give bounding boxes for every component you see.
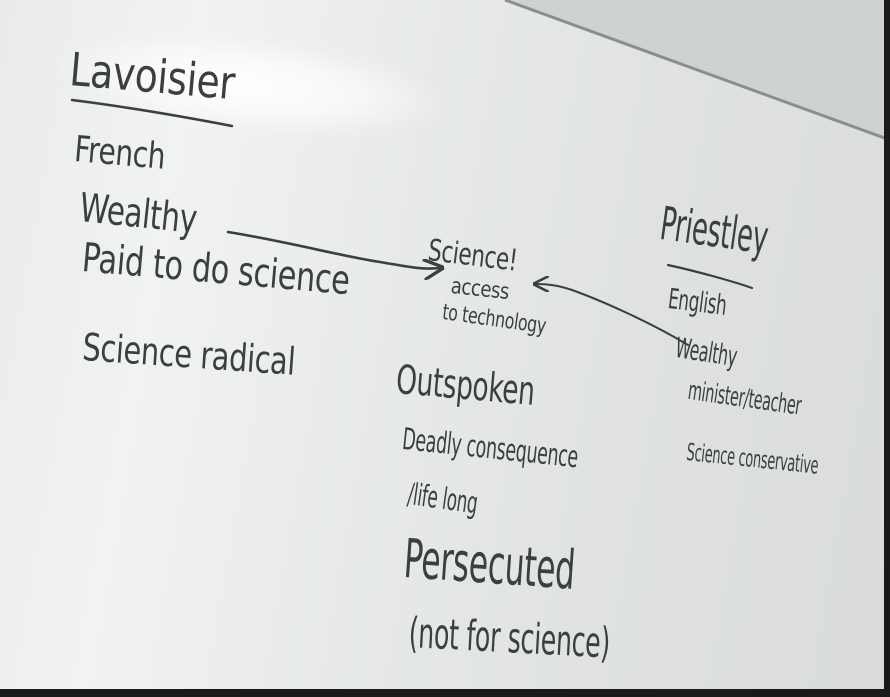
- center-item-persecuted: Persecuted: [401, 527, 578, 602]
- lavoisier-heading: Lavoisier: [67, 42, 237, 111]
- center-item-outspoken: Outspoken: [394, 357, 537, 415]
- lavoisier-item-french: French: [72, 129, 167, 178]
- center-sub-access: access: [449, 274, 511, 305]
- lavoisier-item-wealthy: Wealthy: [77, 185, 200, 244]
- center-item-not-for-science: (not for science): [407, 608, 612, 668]
- priestley-heading: Priestley: [657, 196, 772, 265]
- priestley-item-english: English: [666, 282, 729, 322]
